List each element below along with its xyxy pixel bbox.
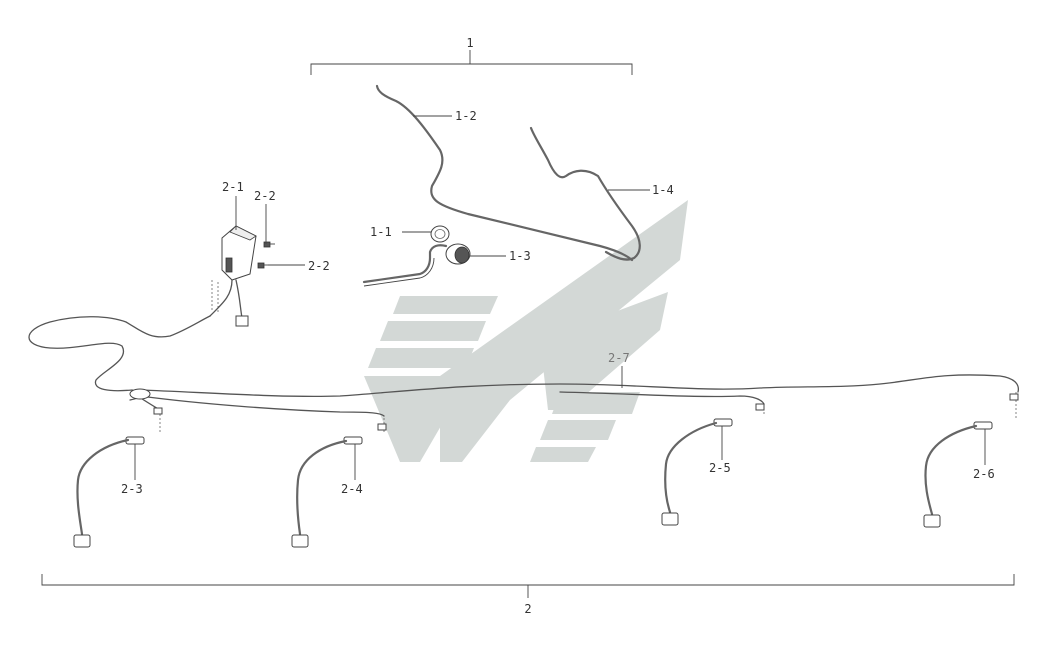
label-group-1: 1 — [466, 36, 473, 50]
wire-harness-branch-lower — [139, 391, 765, 417]
watermark-logo — [364, 200, 688, 462]
sensor-2-5 — [661, 403, 765, 526]
ring-1-1 — [430, 225, 450, 243]
hose-1-4 — [529, 126, 641, 261]
group-2-bracket — [41, 574, 1015, 598]
label-2-5: 2-5 — [709, 461, 731, 475]
label-2-3: 2-3 — [121, 482, 143, 496]
label-2-7: 2-7 — [608, 351, 630, 365]
label-2-4: 2-4 — [341, 482, 363, 496]
label-2-1: 2-1 — [222, 180, 244, 194]
label-2-6: 2-6 — [973, 467, 995, 481]
label-group-2: 2 — [524, 602, 531, 616]
screw-2-2-upper — [263, 241, 275, 248]
label-1-4: 1-4 — [652, 183, 674, 197]
sensor-2-4 — [291, 418, 387, 548]
label-2-2-lower: 2-2 — [308, 259, 330, 273]
label-1-3: 1-3 — [509, 249, 531, 263]
label-1-1: 1-1 — [370, 225, 392, 239]
label-2-2-upper: 2-2 — [254, 189, 276, 203]
screw-2-2-lower — [257, 262, 270, 269]
group-1-bracket — [310, 50, 633, 75]
wire-harness-2-7 — [28, 315, 211, 401]
wire-harness-branch — [139, 374, 1020, 398]
sensor-2-6 — [923, 392, 1019, 528]
valve-1-3 — [362, 243, 471, 287]
label-1-2: 1-2 — [455, 109, 477, 123]
leader-lines — [134, 115, 986, 480]
pipe-1-2 — [375, 84, 634, 262]
control-unit-2-1 — [209, 225, 257, 327]
sensor-2-3 — [73, 407, 163, 548]
